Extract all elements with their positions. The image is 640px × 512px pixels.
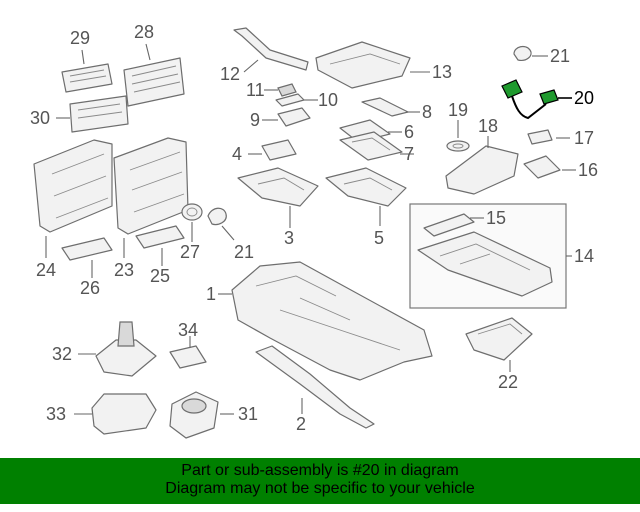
part-1-center-console[interactable] [231,261,433,381]
callout-21-lower: 21 [234,242,254,262]
callout-24: 24 [36,260,56,280]
part-23-trim-panel[interactable] [113,137,189,235]
callout-26: 26 [80,278,100,298]
part-3-storage-tray[interactable] [237,167,319,207]
leader-21-lower [221,225,235,241]
callout-15: 15 [486,208,506,228]
part-21-clip-lower[interactable] [207,207,227,226]
part-12-trim-strip[interactable] [233,27,309,71]
part-9-bracket[interactable] [277,107,311,127]
callout-30: 30 [30,108,50,128]
callout-14: 14 [574,246,594,266]
part-30-control-panel[interactable] [69,95,129,133]
leader-29 [81,49,85,65]
part-17-connector[interactable] [527,129,553,145]
callout-31: 31 [238,404,258,424]
callout-10: 10 [318,90,338,110]
part-24-trim-panel[interactable] [33,139,113,233]
part-notice-line: Part or sub-assembly is #20 in diagram [181,462,459,479]
leader-12 [243,59,259,73]
part-18-box[interactable] [445,145,519,195]
callout-20: 20 [574,88,594,108]
callout-32: 32 [52,344,72,364]
part-26-pad[interactable] [61,237,113,261]
callout-19: 19 [448,100,468,120]
callout-17: 17 [574,128,594,148]
callout-9: 9 [250,110,260,130]
callout-2: 2 [296,414,306,434]
callout-21-upper: 21 [550,46,570,66]
part-29-vent[interactable] [61,63,113,93]
callout-29: 29 [70,28,90,48]
part-27-plug[interactable] [181,203,203,221]
part-8-strip[interactable] [361,97,409,117]
callout-5: 5 [374,228,384,248]
exploded-parts-diagram: 29 28 30 24 26 23 25 27 [30,22,598,439]
part-21-clip-upper[interactable] [513,45,532,61]
diagram-disclaimer-line: Diagram may not be specific to your vehi… [165,480,475,497]
callout-18: 18 [478,116,498,136]
callout-4: 4 [232,144,242,164]
part-13-armrest-lid[interactable] [315,41,411,89]
callout-8: 8 [422,102,432,122]
part-20-cable-assembly[interactable] [501,79,559,120]
part-33-base[interactable] [91,393,157,435]
part-15-cover[interactable] [423,213,475,237]
part-32-shift-boot[interactable] [95,321,157,377]
part-2-side-trim[interactable] [255,345,375,429]
callout-27: 27 [180,242,200,262]
part-4-tray[interactable] [261,139,297,161]
callout-13: 13 [432,62,452,82]
callout-6: 6 [404,122,414,142]
part-14-sub-assembly-box[interactable] [409,203,567,309]
callout-3: 3 [284,228,294,248]
callout-12: 12 [220,64,240,84]
callout-23: 23 [114,260,134,280]
callout-1: 1 [206,284,216,304]
part-16-module[interactable] [523,155,561,179]
part-22-bracket[interactable] [465,317,533,361]
callout-11: 11 [246,80,265,100]
callout-25: 25 [150,266,170,286]
callout-34: 34 [178,320,198,340]
part-25-pad[interactable] [135,225,185,249]
part-31-controller[interactable] [169,391,219,439]
part-notice-banner: Part or sub-assembly is #20 in diagram D… [0,458,640,504]
callout-28: 28 [134,22,154,42]
callout-33: 33 [46,404,66,424]
part-28-vent[interactable] [123,57,185,107]
callout-16: 16 [578,160,598,180]
part-19-cap[interactable] [446,140,470,152]
leader-28 [145,43,151,61]
part-10-bracket[interactable] [275,93,305,107]
part-34-switch[interactable] [169,345,207,369]
part-11-clip[interactable] [277,83,297,97]
part-7-frame[interactable] [339,131,403,161]
callout-7: 7 [404,144,414,164]
part-5-storage-tray[interactable] [325,167,407,207]
callout-22: 22 [498,372,518,392]
